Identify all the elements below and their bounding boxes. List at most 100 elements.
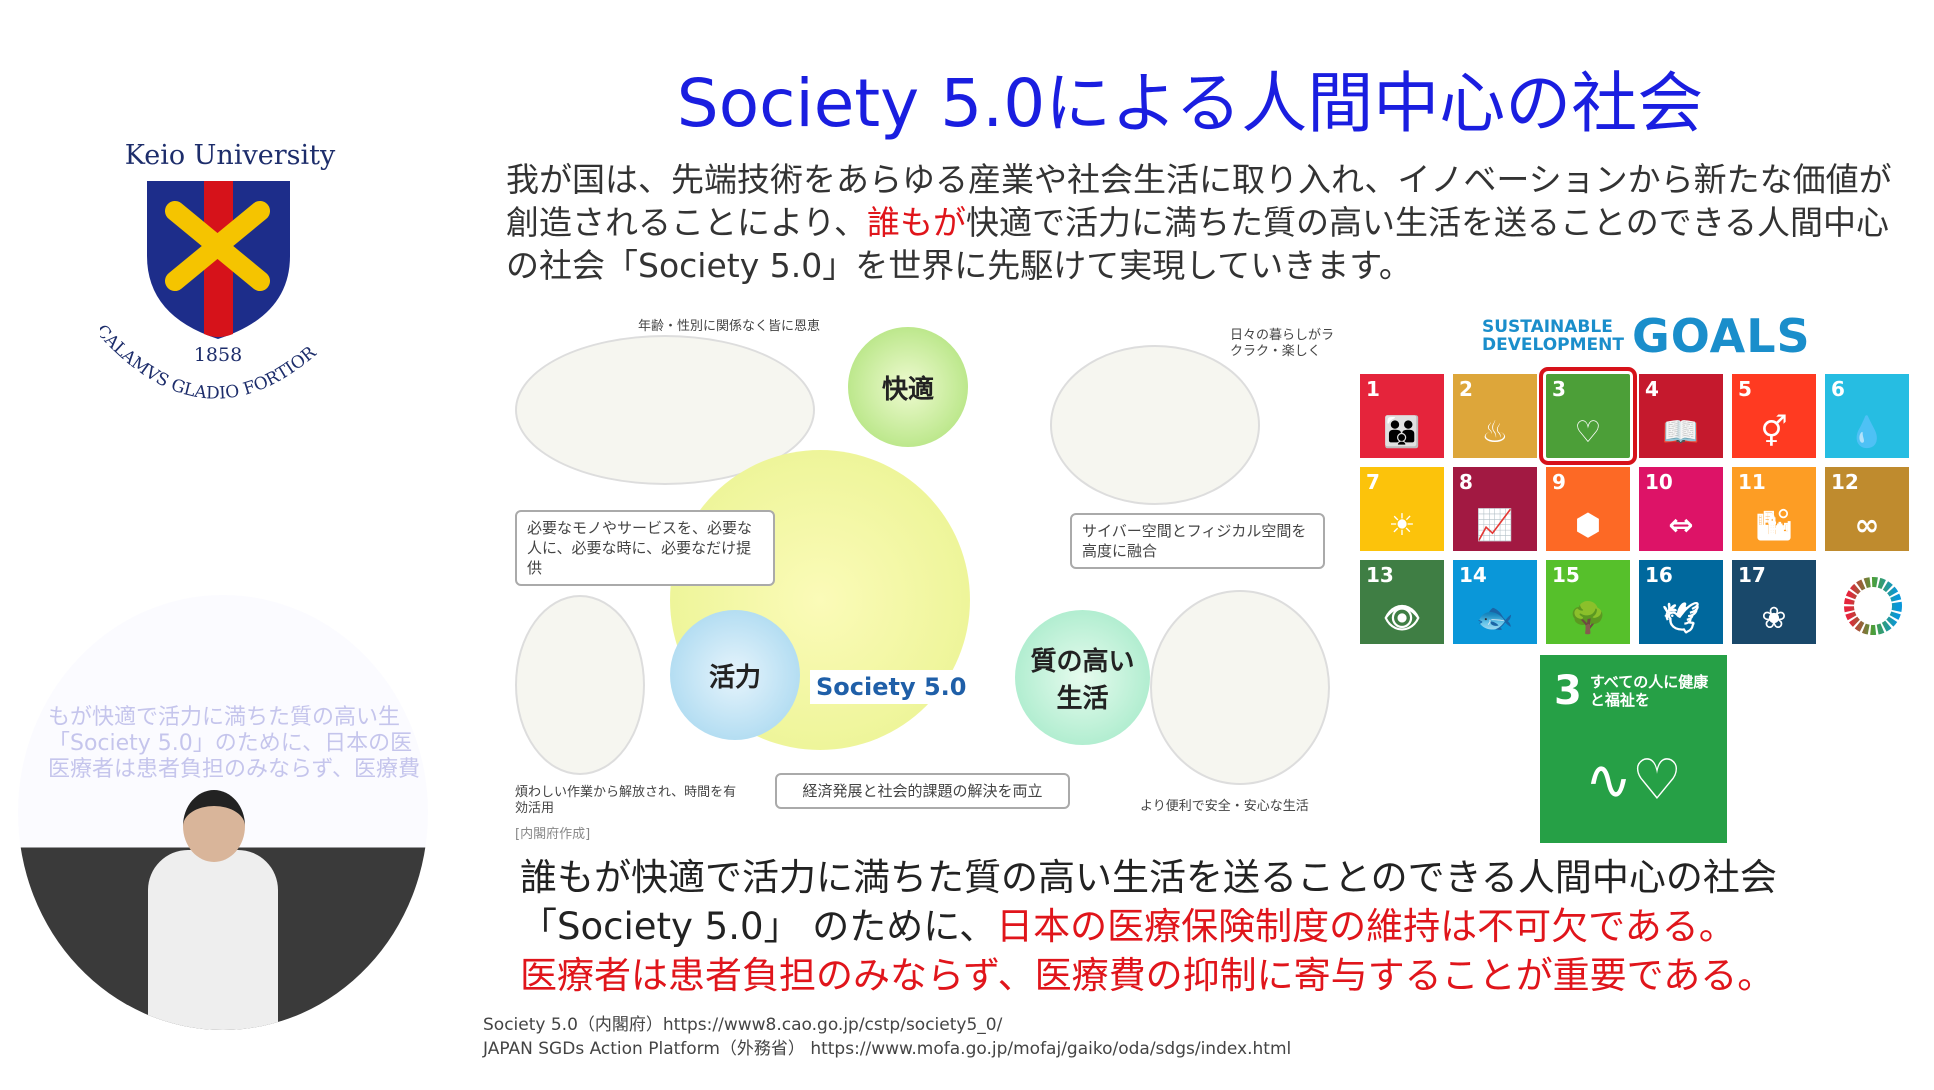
intro-text-2: 快適で活力に満ちた質の高い生活を送ることのできる人間中心の社会「Society … [506, 203, 1890, 285]
circle-comfort: 快適 [848, 327, 968, 447]
slide-title: Society 5.0による人間中心の社会 [676, 65, 1704, 142]
university-name: Keio University [124, 140, 336, 171]
bubble-bottom: 経済発展と社会的課題の解決を両立 [775, 773, 1070, 809]
sdg-tile-1: 1👪 [1360, 374, 1444, 458]
bubble-left: 必要なモノやサービスを、必要な人に、必要な時に、必要なだけ提供 [515, 510, 775, 586]
caption-top-left: 年齢・性別に関係なく皆に恩恵 [638, 319, 821, 334]
chart-icon: 📈 [1476, 508, 1514, 543]
tile-number: 6 [1831, 377, 1845, 401]
intro-text-1: 我が国は、先端技術をあらゆる産業や社会生活に取り入れ、イノベーションから新たな価… [506, 160, 1892, 242]
tile-number: 17 [1738, 563, 1766, 587]
sdg-tiles-grid: 1👪2♨3♡4📖5⚥6💧7☀8📈9⬢10⇔11🏙12∞13👁14🐟15🌳16🕊1… [1360, 367, 1909, 644]
tile-number: 1 [1366, 377, 1380, 401]
equal-icon: ⇔ [1668, 508, 1694, 543]
caption-source: [内閣府作成] [515, 827, 591, 842]
sdg-tile-13: 13 👁 [1360, 560, 1444, 644]
tile-number: 14 [1459, 563, 1487, 587]
bowl-icon: ♨ [1481, 415, 1509, 450]
heartbeat-icon: ∿♡ [1584, 748, 1683, 813]
sdg-tile-7: 7☀ [1360, 467, 1444, 551]
intro-highlight: 誰もが [867, 203, 967, 242]
cubes-icon: ⬢ [1574, 508, 1602, 543]
tree-icon: 🌳 [1569, 601, 1607, 636]
sdg-tile-15: 15 🌳 [1546, 560, 1630, 644]
logo-goals: GOALS [1632, 309, 1811, 363]
sdg-tile-12: 12 ∞ [1825, 467, 1909, 551]
tile-number: 16 [1645, 563, 1673, 587]
family-icon: 👪 [1383, 415, 1421, 450]
tile-number: 3 [1552, 377, 1566, 401]
keio-university-logo: Keio University 1858 CALAMVS GLADIO FORT… [91, 140, 360, 440]
center-label: Society 5.0 [810, 670, 973, 704]
sun-icon: ☀ [1388, 508, 1416, 543]
sdg-tile-16: 16 🕊 [1639, 560, 1723, 644]
speaker-video[interactable]: もが快適で活力に満ちた質の高い生 「Society 5.0」のために、日本の医 … [18, 595, 428, 1030]
goal-number: 3 [1554, 668, 1582, 714]
sdg-tile-9: 9⬢ [1546, 467, 1630, 551]
sdg-wheel-icon [1844, 577, 1902, 635]
circle-quality-life: 質の高い生活 [1015, 610, 1150, 745]
fish-icon: 🐟 [1476, 601, 1514, 636]
caption-top-right: 日々の暮らしがラクラク・楽しく [1230, 328, 1335, 359]
intro-paragraph: 我が国は、先端技術をあらゆる産業や社会生活に取り入れ、イノベーションから新たな価… [506, 158, 1906, 287]
dove-icon: 🕊 [1661, 601, 1701, 636]
sdg-tile-11: 11 🏙 [1732, 467, 1816, 551]
eye-globe-icon: 👁 [1382, 601, 1422, 636]
gender-icon: ⚥ [1760, 415, 1788, 450]
circle-vitality: 活力 [670, 610, 800, 740]
projected-slide: もが快適で活力に満ちた質の高い生 「Society 5.0」のために、日本の医 … [48, 705, 420, 783]
conclusion: 誰もが快適で活力に満ちた質の高い生活を送ることのできる人間中心の社会 「Soci… [520, 853, 1920, 1000]
reference-2: JAPAN SGDs Action Platform（外務省） https://… [483, 1039, 1292, 1059]
water-icon: 💧 [1848, 415, 1886, 450]
tile-number: 4 [1645, 377, 1659, 401]
infinity-icon: ∞ [1854, 508, 1880, 543]
tile-number: 5 [1738, 377, 1752, 401]
conclusion-line-1: 誰もが快適で活力に満ちた質の高い生活を送ることのできる人間中心の社会 [520, 856, 1777, 899]
sdg-tile-wheel [1825, 560, 1909, 644]
projected-line: もが快適で活力に満ちた質の高い生 [48, 705, 401, 730]
society5-diagram: 快適 活力 質の高い生活 Society 5.0 必要なモノやサービスを、必要な… [510, 315, 1340, 842]
projected-line: 「Society 5.0」のために、日本の医 [48, 731, 413, 756]
illustration-kitchen [1050, 345, 1260, 505]
illustration-work [515, 595, 645, 775]
caption-bottom-left: 煩わしい作業から解放され、時間を有効活用 [515, 785, 737, 816]
tile-number: 11 [1738, 470, 1766, 494]
speaker-head [183, 790, 245, 862]
keio-crest-icon: 1858 CALAMVS GLADIO FORTIOR [91, 181, 321, 404]
illustration-city [1150, 590, 1330, 785]
tile-number: 9 [1552, 470, 1566, 494]
city-icon: 🏙 [1754, 508, 1794, 543]
sdg-tile-8: 8📈 [1453, 467, 1537, 551]
caption-bottom-right: より便利で安全・安心な生活 [1140, 799, 1309, 814]
sdg-goal-3-enlarged: 3 すべての人に健康と福祉を ∿♡ [1540, 655, 1727, 843]
sdg-tile-6: 6💧 [1825, 374, 1909, 458]
conclusion-line-3: 医療者は患者負担のみならず、医療費の抑制に寄与することが重要である。 [520, 954, 1775, 997]
sdg-tile-3: 3♡ [1539, 367, 1637, 465]
goal-label: すべての人に健康と福祉を [1589, 673, 1709, 709]
tile-number: 13 [1366, 563, 1394, 587]
sdg-tile-17: 17 ❀ [1732, 560, 1816, 644]
reference-1: Society 5.0（内閣府）https://www8.cao.go.jp/c… [483, 1015, 1003, 1035]
heartbeat-icon: ♡ [1574, 415, 1602, 450]
flower-icon: ❀ [1761, 601, 1787, 636]
speaker-body [148, 850, 278, 1030]
sdg-tile-14: 14 🐟 [1453, 560, 1537, 644]
tile-number: 15 [1552, 563, 1580, 587]
logo-word: DEVELOPMENT [1482, 335, 1624, 355]
conclusion-line-2b: 日本の医療保険制度の維持は不可欠である。 [996, 905, 1736, 948]
bubble-right: サイバー空間とフィジカル空間を高度に融合 [1070, 513, 1325, 569]
sdg-tile-5: 5⚥ [1732, 374, 1816, 458]
tile-number: 12 [1831, 470, 1859, 494]
book-icon: 📖 [1662, 415, 1700, 450]
references: Society 5.0（内閣府）https://www8.cao.go.jp/c… [483, 1013, 1291, 1061]
sdg-tile-2: 2♨ [1453, 374, 1537, 458]
tile-number: 2 [1459, 377, 1473, 401]
conclusion-line-2a: 「Society 5.0」 のために、 [520, 905, 997, 948]
sdg-tile-10: 10 ⇔ [1639, 467, 1723, 551]
tile-number: 10 [1645, 470, 1673, 494]
logo-word: SUSTAINABLE [1482, 317, 1613, 337]
projected-line: 医療者は患者負担のみならず、医療費 [48, 757, 421, 782]
tile-number: 8 [1459, 470, 1473, 494]
founding-year: 1858 [194, 344, 242, 366]
